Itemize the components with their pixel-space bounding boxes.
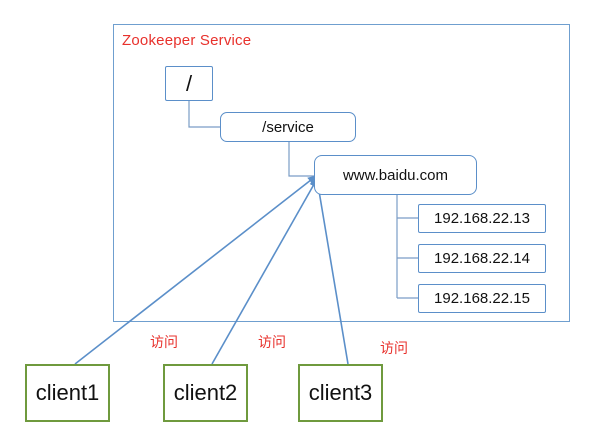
ip-znode-2: 192.168.22.14 bbox=[418, 244, 546, 273]
host-znode: www.baidu.com bbox=[314, 155, 477, 195]
ip-znode-3: 192.168.22.15 bbox=[418, 284, 546, 313]
service-title: Zookeeper Service bbox=[122, 32, 252, 49]
access-arrow-client1 bbox=[74, 175, 317, 365]
access-label-1: 访问 bbox=[150, 334, 178, 350]
client-box-3: client3 bbox=[298, 364, 383, 422]
access-arrow-client3 bbox=[314, 178, 349, 365]
access-arrow-client2 bbox=[211, 178, 318, 365]
access-label-2: 访问 bbox=[258, 334, 286, 350]
tree-link-service-host bbox=[288, 142, 314, 177]
service-znode: /service bbox=[220, 112, 356, 142]
client-box-2: client2 bbox=[163, 364, 248, 422]
tree-link-root-service bbox=[188, 101, 220, 128]
ip-znode-1: 192.168.22.13 bbox=[418, 204, 546, 233]
root-znode: / bbox=[165, 66, 213, 101]
client-box-1: client1 bbox=[25, 364, 110, 422]
access-label-3: 访问 bbox=[380, 340, 408, 356]
